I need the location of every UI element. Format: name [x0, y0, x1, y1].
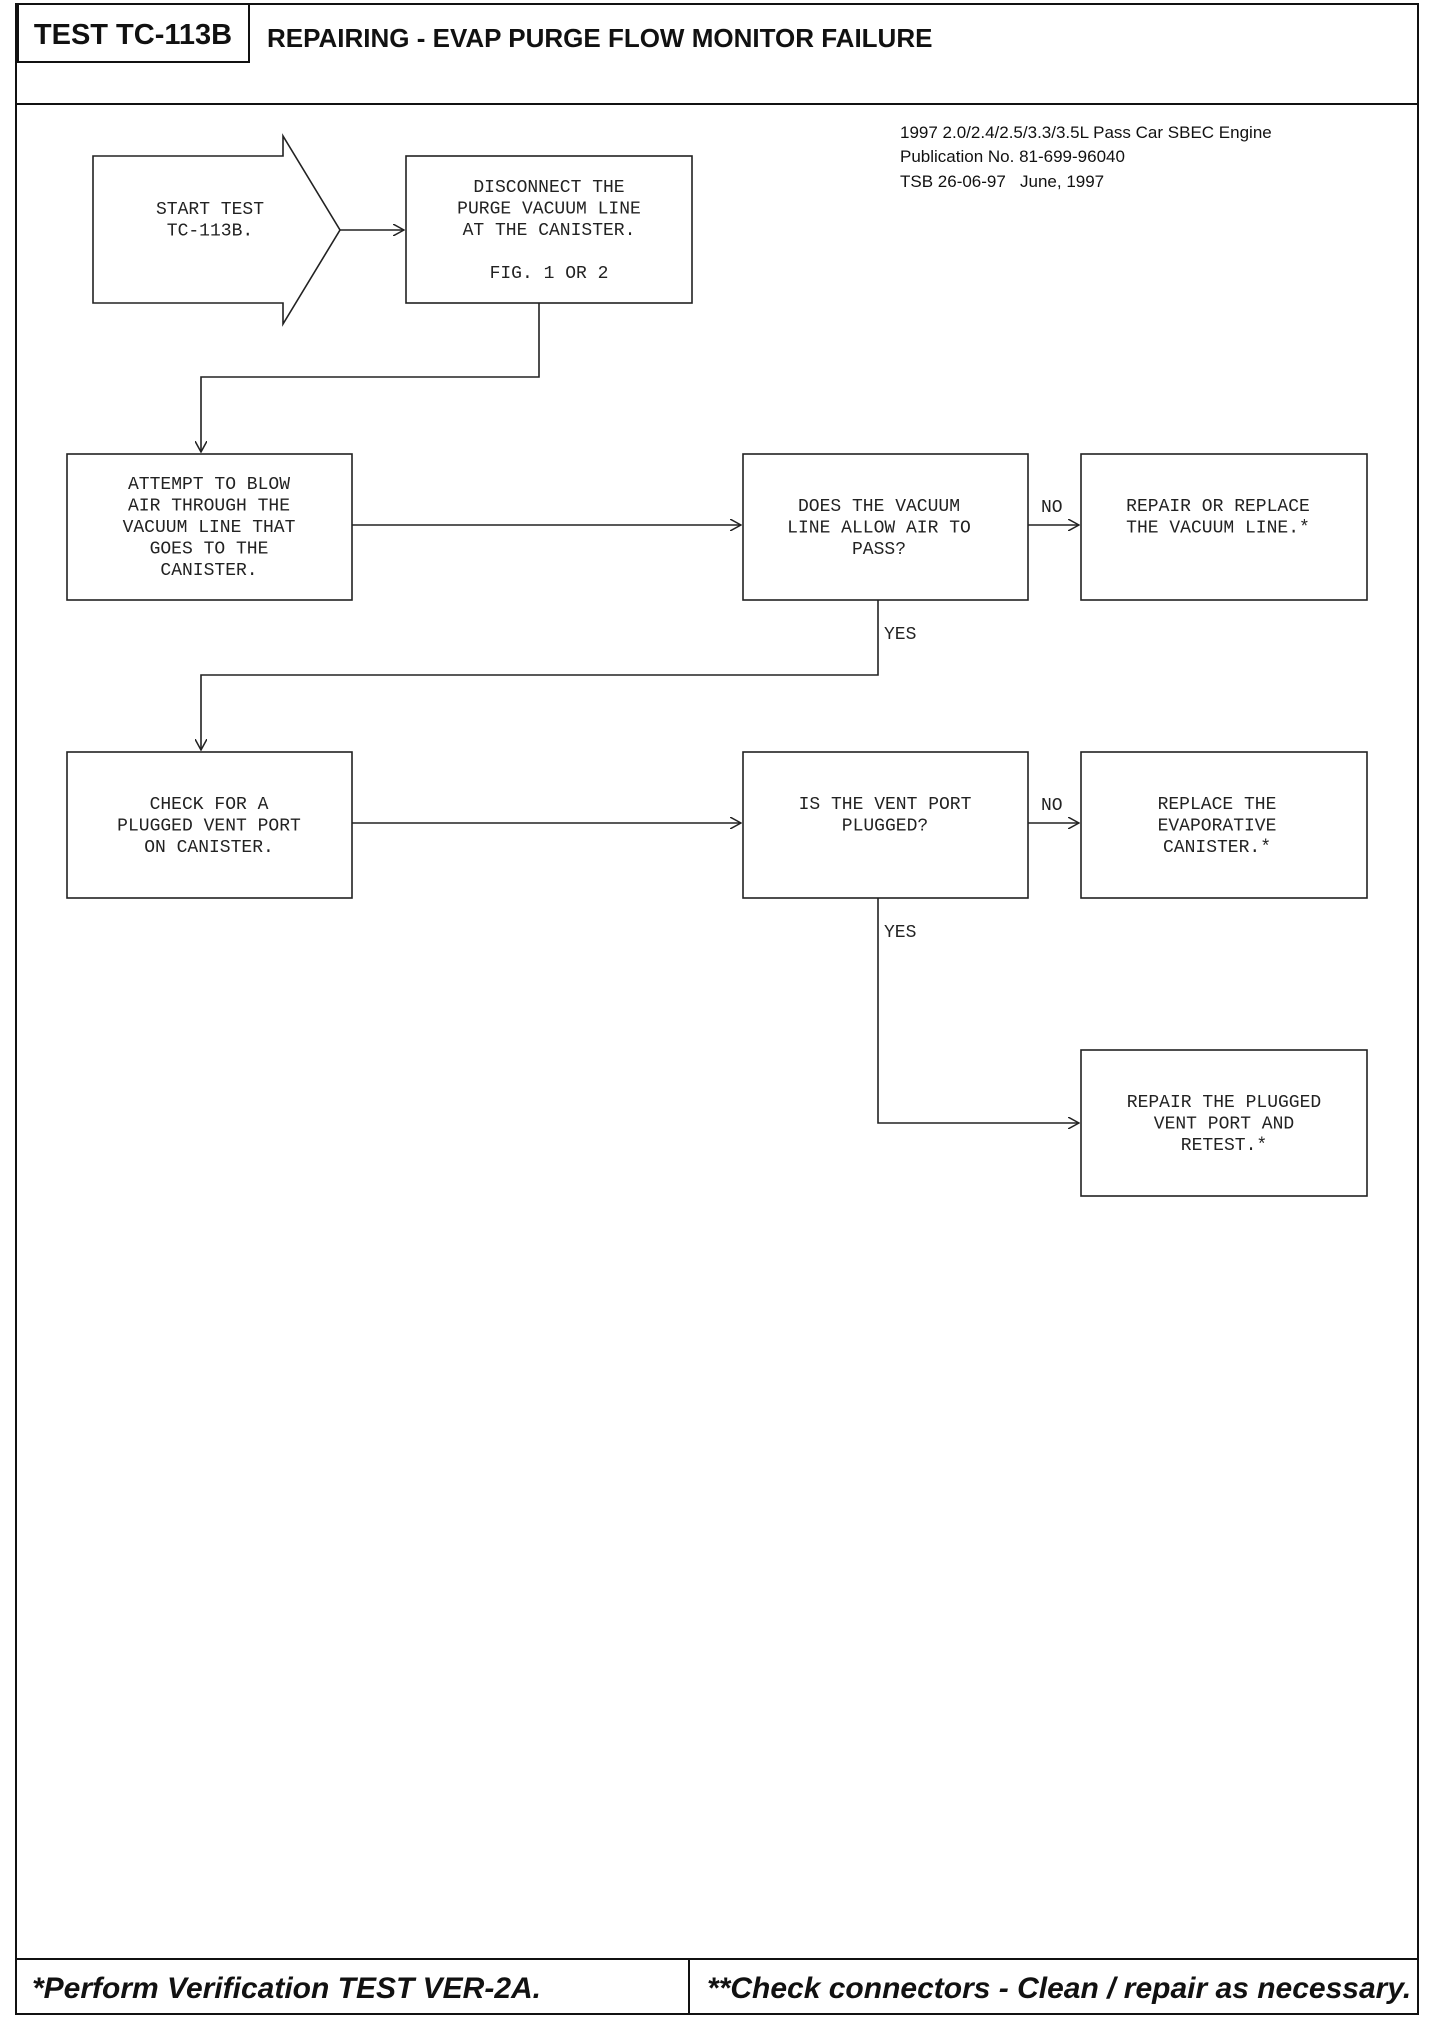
replace-canister-text-line-1: REPLACE THE	[1158, 795, 1277, 815]
replace-canister-text-line-3: CANISTER.*	[1163, 838, 1271, 858]
publication-line-2: Publication No. 81-699-96040	[900, 147, 1125, 166]
vent-question-text-line-2: PLUGGED?	[842, 817, 928, 837]
publication-info: 1997 2.0/2.4/2.5/3.3/3.5L Pass Car SBEC …	[900, 123, 1272, 191]
test-id: TEST TC-113B	[34, 19, 232, 51]
vent-yes-label: YES	[884, 923, 916, 943]
start-test-text-line-2: TC-113B.	[167, 222, 253, 242]
disconnect-to-blow-air-arrow	[201, 303, 540, 452]
vacuum-question-text-line-1: DOES THE VACUUM	[798, 497, 960, 517]
publication-line-3: TSB 26-06-97 June, 1997	[900, 172, 1104, 191]
header-bar: TEST TC-113B REPAIRING - EVAP PURGE FLOW…	[16, 3, 1418, 105]
blow-air-text-line-2: AIR THROUGH THE	[128, 497, 290, 517]
blow-air-text-line-5: CANISTER.	[160, 561, 257, 581]
blow-air-text-line-1: ATTEMPT TO BLOW	[128, 475, 290, 495]
footer-bar: *Perform Verification TEST VER-2A. **Che…	[16, 1958, 1418, 2014]
test-id-box	[17, 3, 250, 63]
start-test-text-line-1: START TEST	[156, 200, 264, 220]
vacuum-yes-arrow	[201, 600, 879, 750]
repair-vent-text-line-3: RETEST.*	[1181, 1136, 1267, 1156]
publication-line-1: 1997 2.0/2.4/2.5/3.3/3.5L Pass Car SBEC …	[900, 123, 1272, 142]
page-frame	[15, 3, 1419, 2015]
vent-question-text-line-1: IS THE VENT PORT	[799, 795, 972, 815]
blow-air-text-line-4: GOES TO THE	[150, 540, 269, 560]
check-vent-text-line-2: PLUGGED VENT PORT	[117, 817, 301, 837]
vent-yes-arrow	[877, 898, 1079, 1123]
repair-vent-text-line-2: VENT PORT AND	[1154, 1115, 1294, 1135]
replace-canister-text-line-2: EVAPORATIVE	[1158, 817, 1277, 837]
page-title: REPAIRING - EVAP PURGE FLOW MONITOR FAIL…	[267, 23, 932, 53]
check-vent-text-line-1: CHECK FOR A	[150, 795, 269, 815]
disconnect-text-line-2: PURGE VACUUM LINE	[457, 200, 641, 220]
repair-vent-text-line-1: REPAIR THE PLUGGED	[1127, 1093, 1321, 1113]
repair-vacuum-text-line-2: THE VACUUM LINE.*	[1126, 519, 1310, 539]
footer-connector-note: **Check connectors - Clean / repair as n…	[707, 1972, 1411, 2005]
disconnect-text-line-3: AT THE CANISTER.	[463, 221, 636, 241]
disconnect-text-line-1: DISCONNECT THE	[473, 178, 624, 198]
vacuum-question-text-line-2: LINE ALLOW AIR TO	[787, 519, 971, 539]
vacuum-yes-label: YES	[884, 625, 916, 645]
blow-air-text-line-3: VACUUM LINE THAT	[123, 518, 296, 538]
repair-vacuum-text-line-1: REPAIR OR REPLACE	[1126, 497, 1310, 517]
check-vent-text-line-3: ON CANISTER.	[144, 838, 274, 858]
footer-verification-note: *Perform Verification TEST VER-2A.	[32, 1972, 541, 2005]
disconnect-text-line-4	[544, 243, 555, 263]
vacuum-no-label: NO	[1041, 498, 1063, 518]
disconnect-text-line-5: FIG. 1 OR 2	[490, 264, 609, 284]
vent-no-label: NO	[1041, 796, 1063, 816]
vacuum-question-text-line-3: PASS?	[852, 540, 906, 560]
